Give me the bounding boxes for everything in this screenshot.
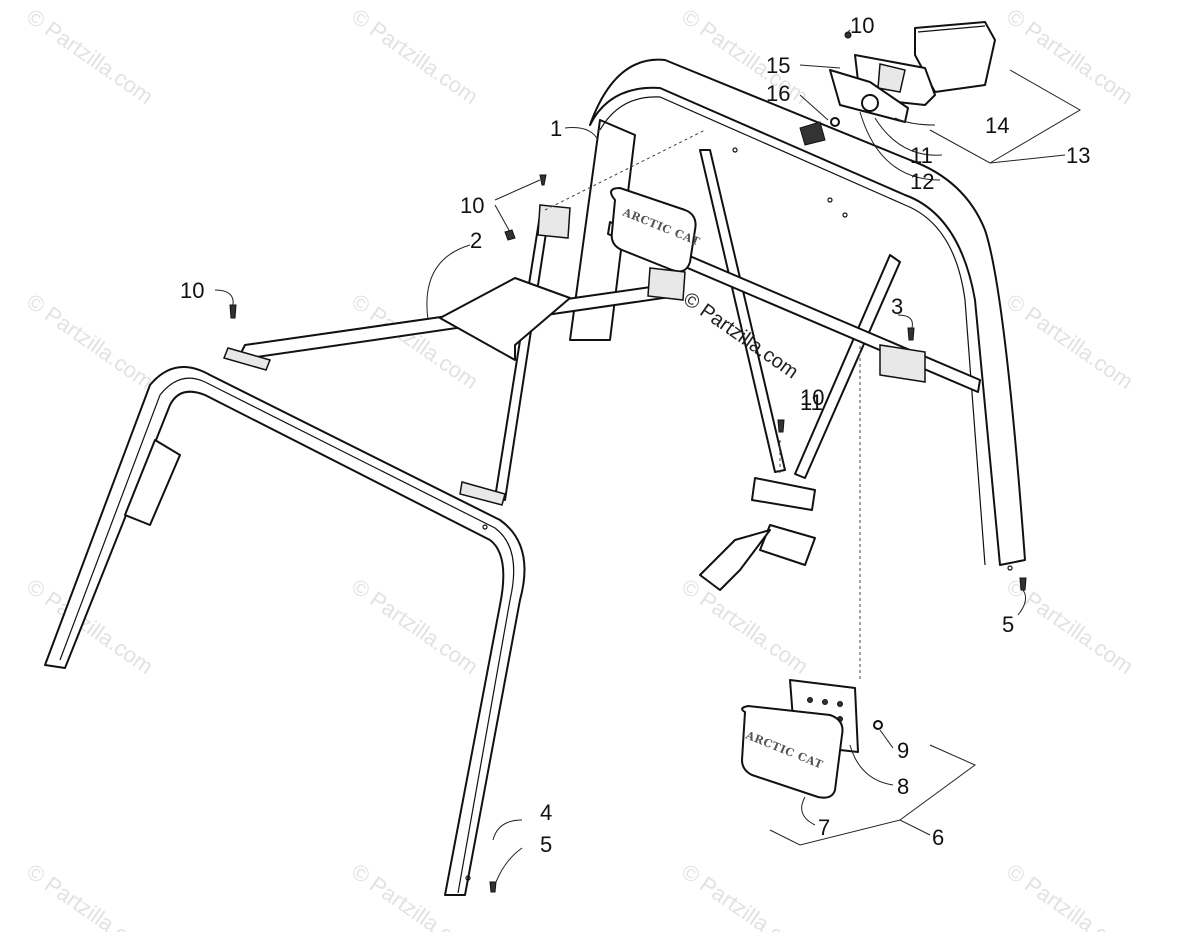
callout-14: 14 — [985, 113, 1009, 138]
callout-2: 2 — [470, 228, 482, 253]
callout-15: 15 — [766, 53, 790, 78]
x-brace — [222, 204, 686, 506]
callout-3: 3 — [891, 294, 903, 319]
front-hoop — [44, 366, 526, 896]
leader-lines — [214, 29, 1081, 883]
rear-rops-hoop — [569, 58, 1026, 591]
assembly-lines — [544, 129, 861, 680]
watermark-layer: © Partzilla.com © Partzilla.com © Partzi… — [22, 4, 1138, 932]
watermark: © Partzilla.com — [347, 4, 483, 110]
callout-10: 10 — [800, 385, 824, 410]
taillight-assembly — [799, 21, 996, 146]
watermark: © Partzilla.com — [1002, 859, 1138, 932]
watermark: © Partzilla.com — [1002, 4, 1138, 110]
callout-13: 13 — [1066, 143, 1090, 168]
callouts: 1 2 3 4 5 5 6 7 8 9 10 10 10 10 11 11 12… — [180, 13, 1090, 857]
watermark: © Partzilla.com — [22, 859, 158, 932]
callout-9: 9 — [897, 738, 909, 763]
callout-5: 5 — [1002, 612, 1014, 637]
upper-pad: ARCTIC CAT — [610, 187, 702, 273]
callout-7: 7 — [818, 815, 830, 840]
callout-6: 6 — [932, 825, 944, 850]
watermark: © Partzilla.com — [22, 289, 158, 395]
callout-10: 10 — [180, 278, 204, 303]
callout-16: 16 — [766, 81, 790, 106]
callout-11: 11 — [910, 143, 933, 168]
watermark: © Partzilla.com — [677, 574, 813, 680]
callout-10: 10 — [460, 193, 484, 218]
callout-10: 10 — [850, 13, 874, 38]
callout-12: 12 — [910, 169, 934, 194]
callout-11: 11 — [800, 390, 823, 415]
callout-8: 8 — [897, 774, 909, 799]
watermark: © Partzilla.com — [22, 4, 158, 110]
bolts — [229, 174, 1027, 893]
lower-pad-assembly: ARCTIC CAT — [741, 679, 883, 799]
callout-4: 4 — [540, 800, 552, 825]
watermark: © Partzilla.com — [1002, 289, 1138, 395]
watermark: © Partzilla.com — [677, 859, 813, 932]
callout-1: 1 — [550, 116, 562, 141]
callout-5: 5 — [540, 832, 552, 857]
watermark: © Partzilla.com — [347, 574, 483, 680]
